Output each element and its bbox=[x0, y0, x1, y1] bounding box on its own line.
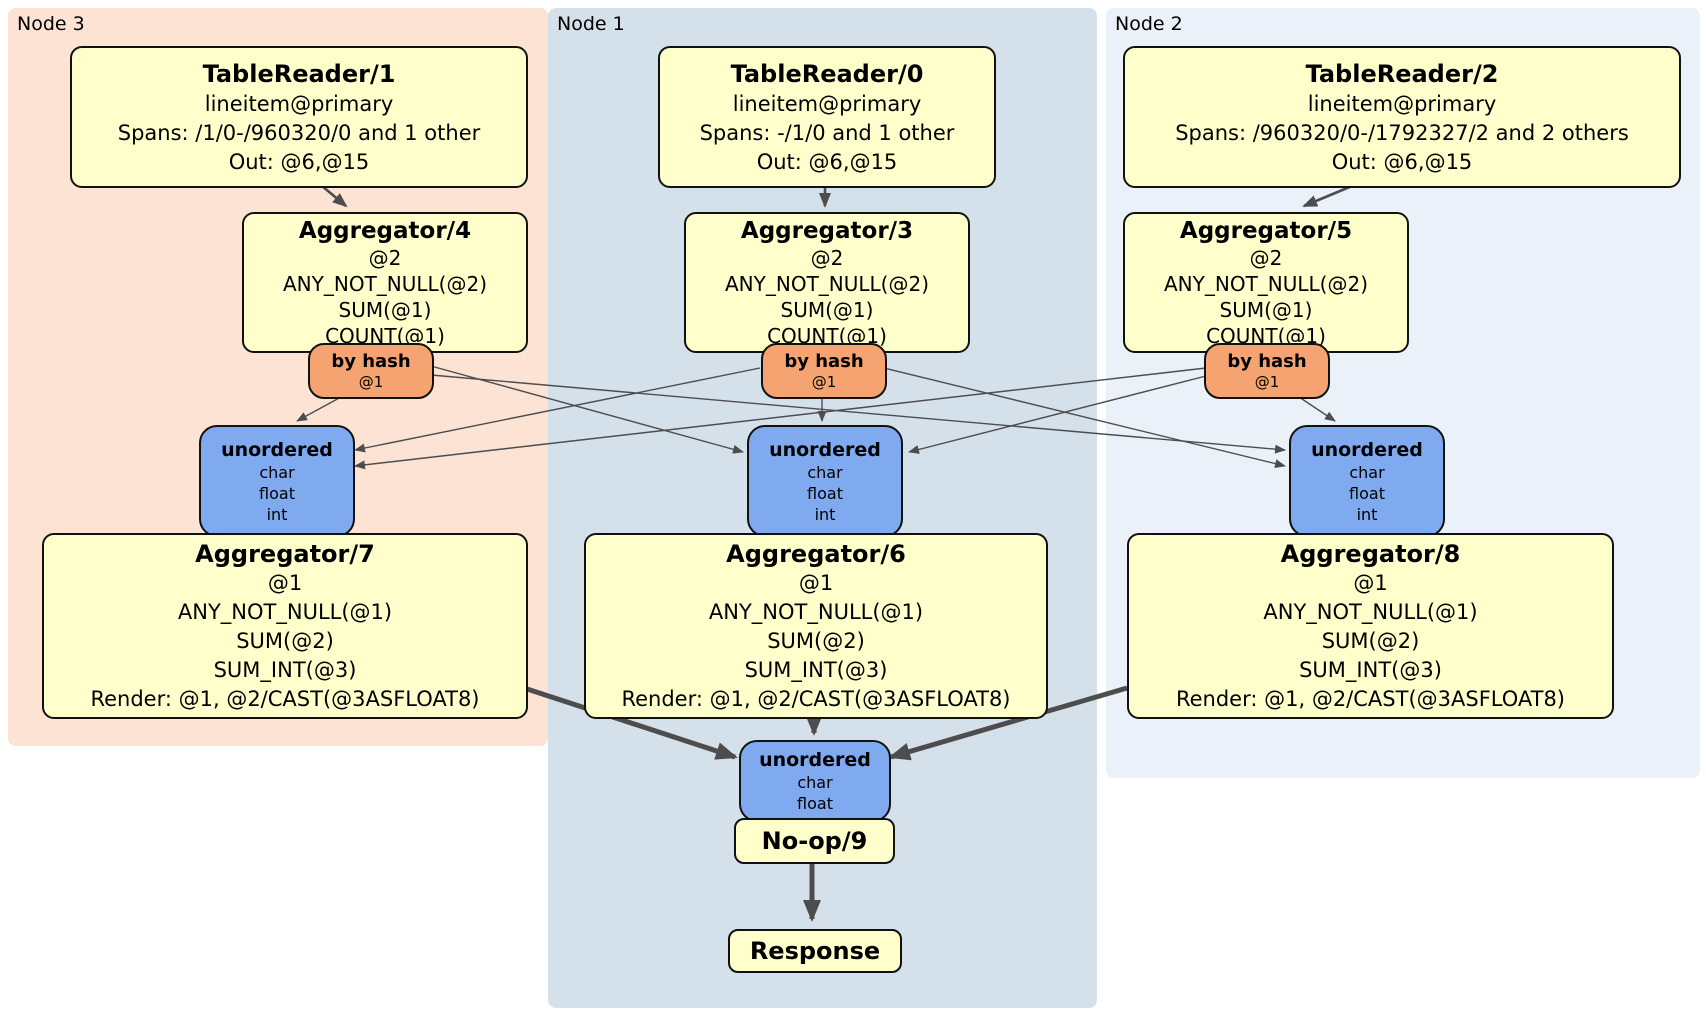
processor-line: ANY_NOT_NULL(@2) bbox=[283, 271, 487, 296]
sync-title: unordered bbox=[221, 438, 333, 461]
processor-line: Spans: -/1/0 and 1 other bbox=[699, 120, 955, 145]
sync-unordered-node1: unordered char float int bbox=[747, 425, 903, 537]
sync-title: unordered bbox=[769, 438, 881, 461]
router-title: by hash bbox=[331, 350, 411, 372]
router-byhash-node2: by hash @1 bbox=[1204, 343, 1330, 399]
edge-byhash2-unordered1 bbox=[908, 375, 1207, 454]
sync-title: unordered bbox=[759, 749, 871, 771]
sync-line: float bbox=[807, 483, 843, 503]
processor-aggregator-5: Aggregator/5 @2 ANY_NOT_NULL(@2) SUM(@1)… bbox=[1123, 212, 1409, 353]
sync-unordered-final: unordered char float bbox=[739, 740, 891, 822]
router-title: by hash bbox=[784, 350, 864, 372]
sync-unordered-node3: unordered char float int bbox=[199, 425, 355, 537]
processor-line: Render: @1, @2/CAST(@3ASFLOAT8) bbox=[90, 686, 480, 711]
sync-title: unordered bbox=[1311, 438, 1423, 461]
edge-aggregator8-unordered-final bbox=[888, 685, 1128, 761]
sync-line: int bbox=[1356, 504, 1378, 524]
processor-title: No-op/9 bbox=[761, 827, 868, 855]
processor-line: Render: @1, @2/CAST(@3ASFLOAT8) bbox=[621, 686, 1011, 711]
processor-line: lineitem@primary bbox=[204, 91, 394, 116]
processor-line: @1 bbox=[798, 570, 834, 595]
processor-aggregator-3: Aggregator/3 @2 ANY_NOT_NULL(@2) SUM(@1)… bbox=[684, 212, 970, 353]
processor-line: @2 bbox=[368, 245, 402, 270]
edge-byhash1-unordered2 bbox=[883, 367, 1286, 468]
edge-tablereader2-aggregator5 bbox=[1302, 184, 1353, 208]
router-byhash-node3: by hash @1 bbox=[308, 343, 434, 399]
router-line: @1 bbox=[811, 372, 837, 391]
processor-aggregator-8: Aggregator/8 @1 ANY_NOT_NULL(@1) SUM(@2)… bbox=[1127, 533, 1614, 719]
processor-title: Aggregator/8 bbox=[1280, 539, 1461, 568]
processor-title: Aggregator/3 bbox=[740, 217, 914, 244]
sync-line: float bbox=[1349, 483, 1385, 503]
processor-line: Out: @6,@15 bbox=[756, 149, 898, 174]
processor-line: Spans: /960320/0-/1792327/2 and 2 others bbox=[1175, 120, 1629, 145]
sync-line: char bbox=[797, 773, 833, 792]
processor-line: @2 bbox=[810, 245, 844, 270]
processor-title: Aggregator/4 bbox=[298, 217, 472, 244]
edge-byhash3-unordered1 bbox=[430, 365, 744, 454]
processor-title: TableReader/0 bbox=[730, 59, 924, 88]
processor-line: ANY_NOT_NULL(@1) bbox=[1263, 599, 1478, 624]
processor-title: TableReader/1 bbox=[202, 59, 396, 88]
processor-title: Response bbox=[749, 937, 881, 965]
processor-tablereader-0: TableReader/0 lineitem@primary Spans: -/… bbox=[658, 46, 996, 188]
processor-title: Aggregator/6 bbox=[726, 539, 906, 568]
edge-tablereader1-aggregator4 bbox=[321, 185, 348, 208]
cluster-node2-label: Node 2 bbox=[1115, 13, 1183, 35]
sync-line: float bbox=[259, 483, 295, 503]
processor-line: @1 bbox=[267, 570, 303, 595]
processor-line: Spans: /1/0-/960320/0 and 1 other bbox=[117, 120, 481, 145]
processor-title: Aggregator/5 bbox=[1179, 217, 1353, 244]
processor-line: Out: @6,@15 bbox=[1331, 149, 1473, 174]
processor-line: SUM(@1) bbox=[338, 297, 432, 322]
processor-line: ANY_NOT_NULL(@1) bbox=[708, 599, 924, 624]
router-byhash-node1: by hash @1 bbox=[761, 343, 887, 399]
processor-line: SUM(@1) bbox=[1219, 297, 1313, 322]
sync-line: char bbox=[1349, 462, 1385, 482]
router-title: by hash bbox=[1227, 350, 1307, 372]
processor-title: Aggregator/7 bbox=[195, 539, 375, 568]
edge-byhash3-unordered2 bbox=[430, 374, 1286, 454]
edge-byhash2-unordered3 bbox=[354, 367, 1207, 470]
processor-line: ANY_NOT_NULL(@2) bbox=[1164, 271, 1368, 296]
processor-line: SUM_INT(@3) bbox=[744, 657, 888, 682]
edge-byhash1-unordered3 bbox=[354, 367, 761, 453]
processor-line: @1 bbox=[1353, 570, 1388, 595]
processor-line: SUM(@2) bbox=[236, 628, 334, 653]
processor-line: SUM(@1) bbox=[780, 297, 874, 322]
processor-line: SUM(@2) bbox=[1321, 628, 1420, 653]
processor-tablereader-2: TableReader/2 lineitem@primary Spans: /9… bbox=[1123, 46, 1681, 188]
processor-aggregator-7: Aggregator/7 @1 ANY_NOT_NULL(@1) SUM(@2)… bbox=[42, 533, 528, 719]
cluster-node3-label: Node 3 bbox=[17, 13, 85, 35]
router-line: @1 bbox=[1254, 372, 1280, 391]
sync-line: float bbox=[797, 794, 833, 813]
processor-line: lineitem@primary bbox=[1307, 91, 1497, 116]
sync-line: char bbox=[807, 462, 843, 482]
processor-response: Response bbox=[728, 929, 902, 973]
processor-line: lineitem@primary bbox=[732, 91, 922, 116]
processor-title: TableReader/2 bbox=[1305, 59, 1499, 88]
processor-line: Out: @6,@15 bbox=[228, 149, 370, 174]
processor-aggregator-6: Aggregator/6 @1 ANY_NOT_NULL(@1) SUM(@2)… bbox=[584, 533, 1048, 719]
processor-line: @2 bbox=[1249, 245, 1283, 270]
router-line: @1 bbox=[358, 372, 384, 391]
edge-aggregator7-unordered-final bbox=[523, 685, 738, 760]
processor-line: SUM_INT(@3) bbox=[1299, 657, 1442, 682]
cluster-node1-label: Node 1 bbox=[557, 13, 625, 35]
processor-line: SUM_INT(@3) bbox=[213, 657, 357, 682]
processor-line: SUM(@2) bbox=[767, 628, 865, 653]
sync-line: char bbox=[259, 462, 295, 482]
sync-unordered-node2: unordered char float int bbox=[1289, 425, 1445, 537]
processor-noop-9: No-op/9 bbox=[734, 818, 895, 864]
processor-line: Render: @1, @2/CAST(@3ASFLOAT8) bbox=[1175, 686, 1566, 711]
sync-line: int bbox=[266, 504, 288, 524]
processor-line: ANY_NOT_NULL(@1) bbox=[177, 599, 393, 624]
processor-aggregator-4: Aggregator/4 @2 ANY_NOT_NULL(@2) SUM(@1)… bbox=[242, 212, 528, 353]
processor-line: ANY_NOT_NULL(@2) bbox=[725, 271, 929, 296]
sync-line: int bbox=[814, 504, 836, 524]
processor-tablereader-1: TableReader/1 lineitem@primary Spans: /1… bbox=[70, 46, 528, 188]
